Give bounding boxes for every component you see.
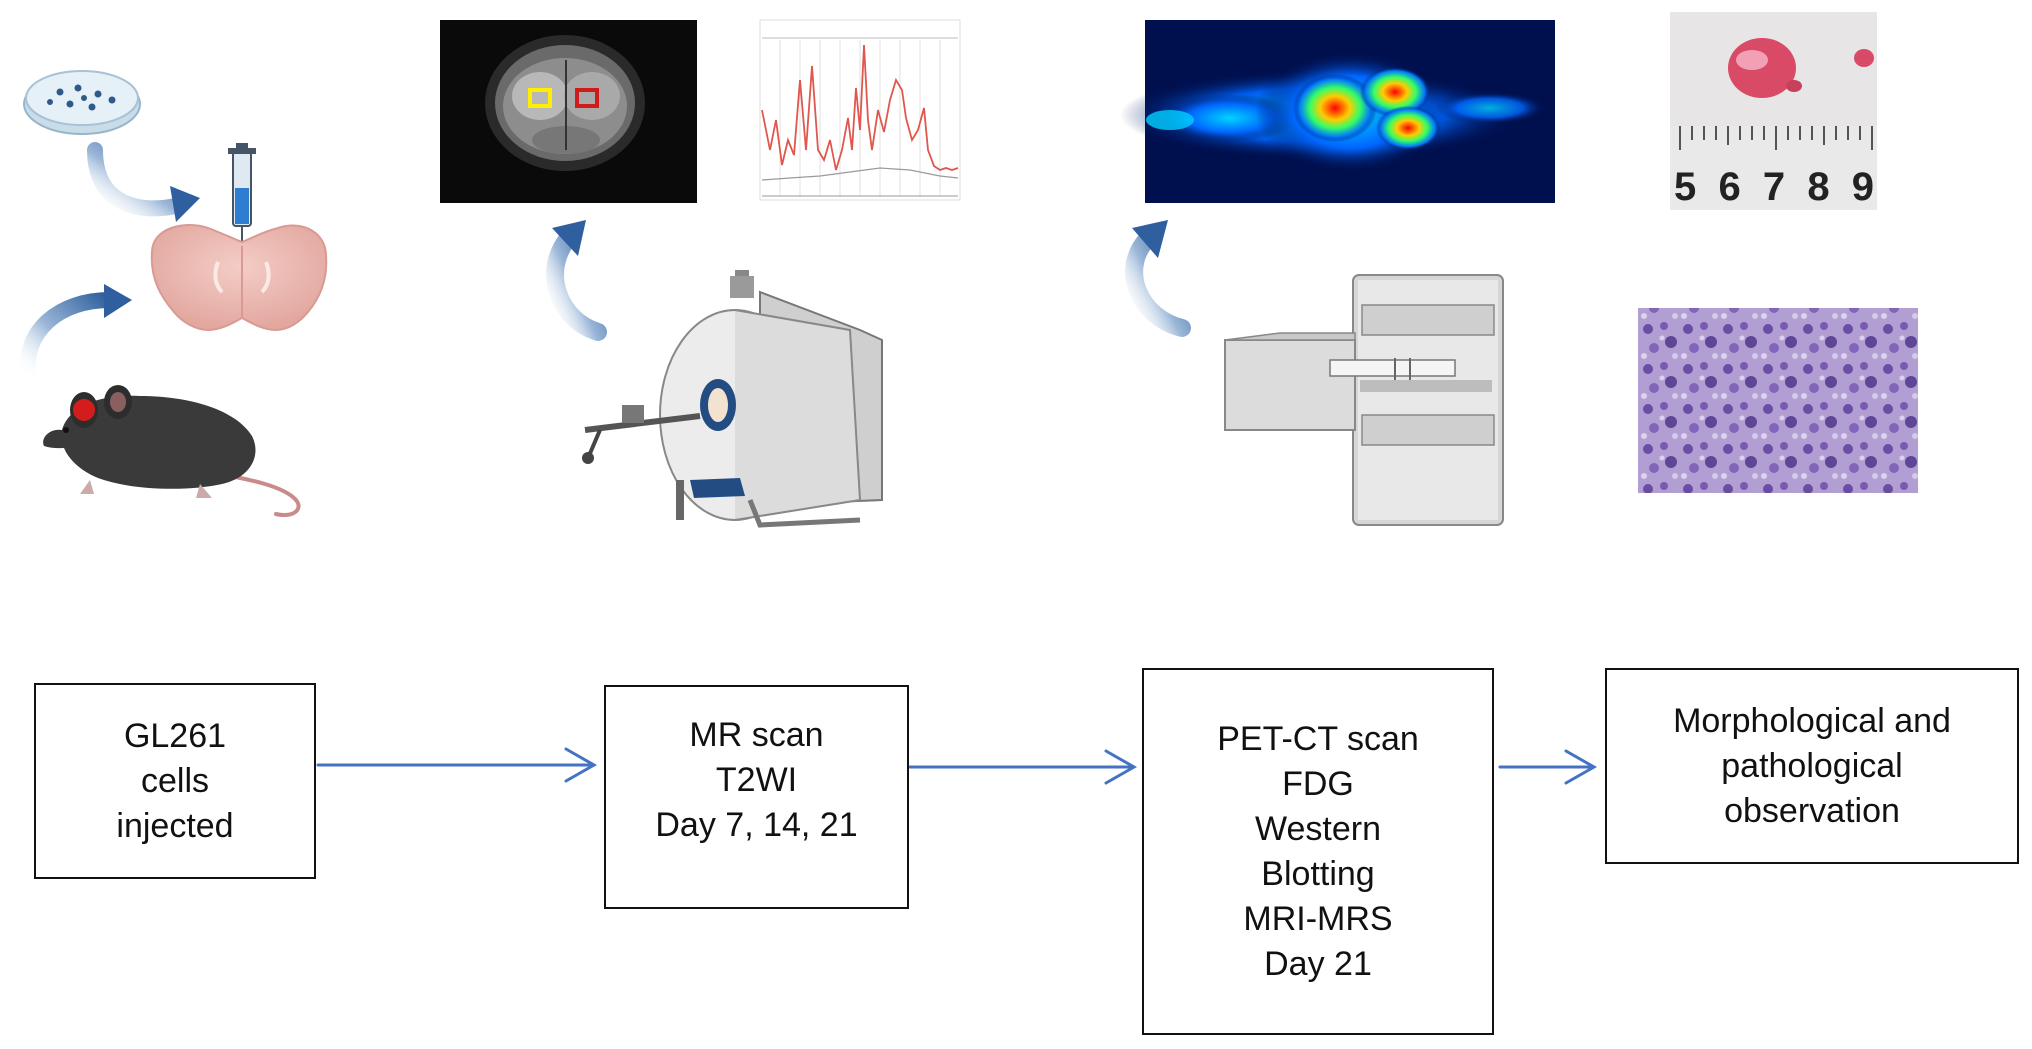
- step-box-mr-scan: MR scan T2WI Day 7, 14, 21: [604, 685, 909, 909]
- step-1-line-3: injected: [116, 806, 234, 845]
- step-2-line-3: Day 7, 14, 21: [655, 806, 858, 844]
- step-4-line-3: observation: [1724, 791, 1900, 830]
- ruler-digits: 5 6 7 8 9: [1674, 165, 1874, 209]
- step-1-line-2: cells: [140, 761, 210, 800]
- step-2-line-2: T2WI: [715, 761, 798, 799]
- step-3-line-1: PET-CT scan: [1217, 719, 1419, 758]
- step-box-observation: Morphological and pathological observati…: [1605, 668, 2019, 864]
- curved-arrow-icon: [546, 220, 607, 341]
- mri-scanner-icon: [582, 270, 883, 528]
- mouse-icon: [43, 385, 301, 517]
- mrs-spectrum: [759, 19, 961, 201]
- syringe-icon: [228, 143, 256, 252]
- pet-image: [1120, 20, 1555, 203]
- step-3-line-3: Western: [1255, 809, 1381, 848]
- tumor-photo: 5 6 7 8 9: [1670, 12, 1877, 210]
- curved-arrow-icon: [19, 284, 132, 386]
- step-box-pet-ct-scan: PET-CT scan FDG Western Blotting MRI-MRS…: [1142, 668, 1494, 1035]
- step-4-line-1: Morphological and: [1673, 701, 1951, 740]
- step-3-line-4: Blotting: [1261, 854, 1375, 893]
- step-4-line-2: pathological: [1721, 746, 1903, 785]
- step-2-line-1: MR scan: [689, 716, 824, 754]
- step-3-line-2: FDG: [1282, 764, 1354, 803]
- pet-ct-scanner-icon: [1224, 274, 1504, 526]
- step-3-line-6: Day 21: [1264, 944, 1372, 983]
- roi-right: [575, 88, 599, 108]
- curved-arrow-icon: [1125, 220, 1191, 337]
- roi-left: [528, 88, 552, 108]
- mri-image: [440, 20, 697, 203]
- petri-dish-icon: [23, 70, 141, 135]
- step-3-line-5: MRI-MRS: [1243, 899, 1393, 938]
- histology-image: [1638, 308, 1918, 493]
- flow-arrow-2-head: [1104, 749, 1138, 785]
- flow-arrow-3-head: [1564, 749, 1598, 785]
- curved-arrow-icon: [87, 142, 200, 222]
- brain-section-icon: [150, 224, 328, 332]
- flow-arrow-1-head: [564, 747, 598, 783]
- step-1-line-1: GL261: [123, 716, 227, 755]
- step-box-cells-injected: GL261 cells injected: [34, 683, 316, 879]
